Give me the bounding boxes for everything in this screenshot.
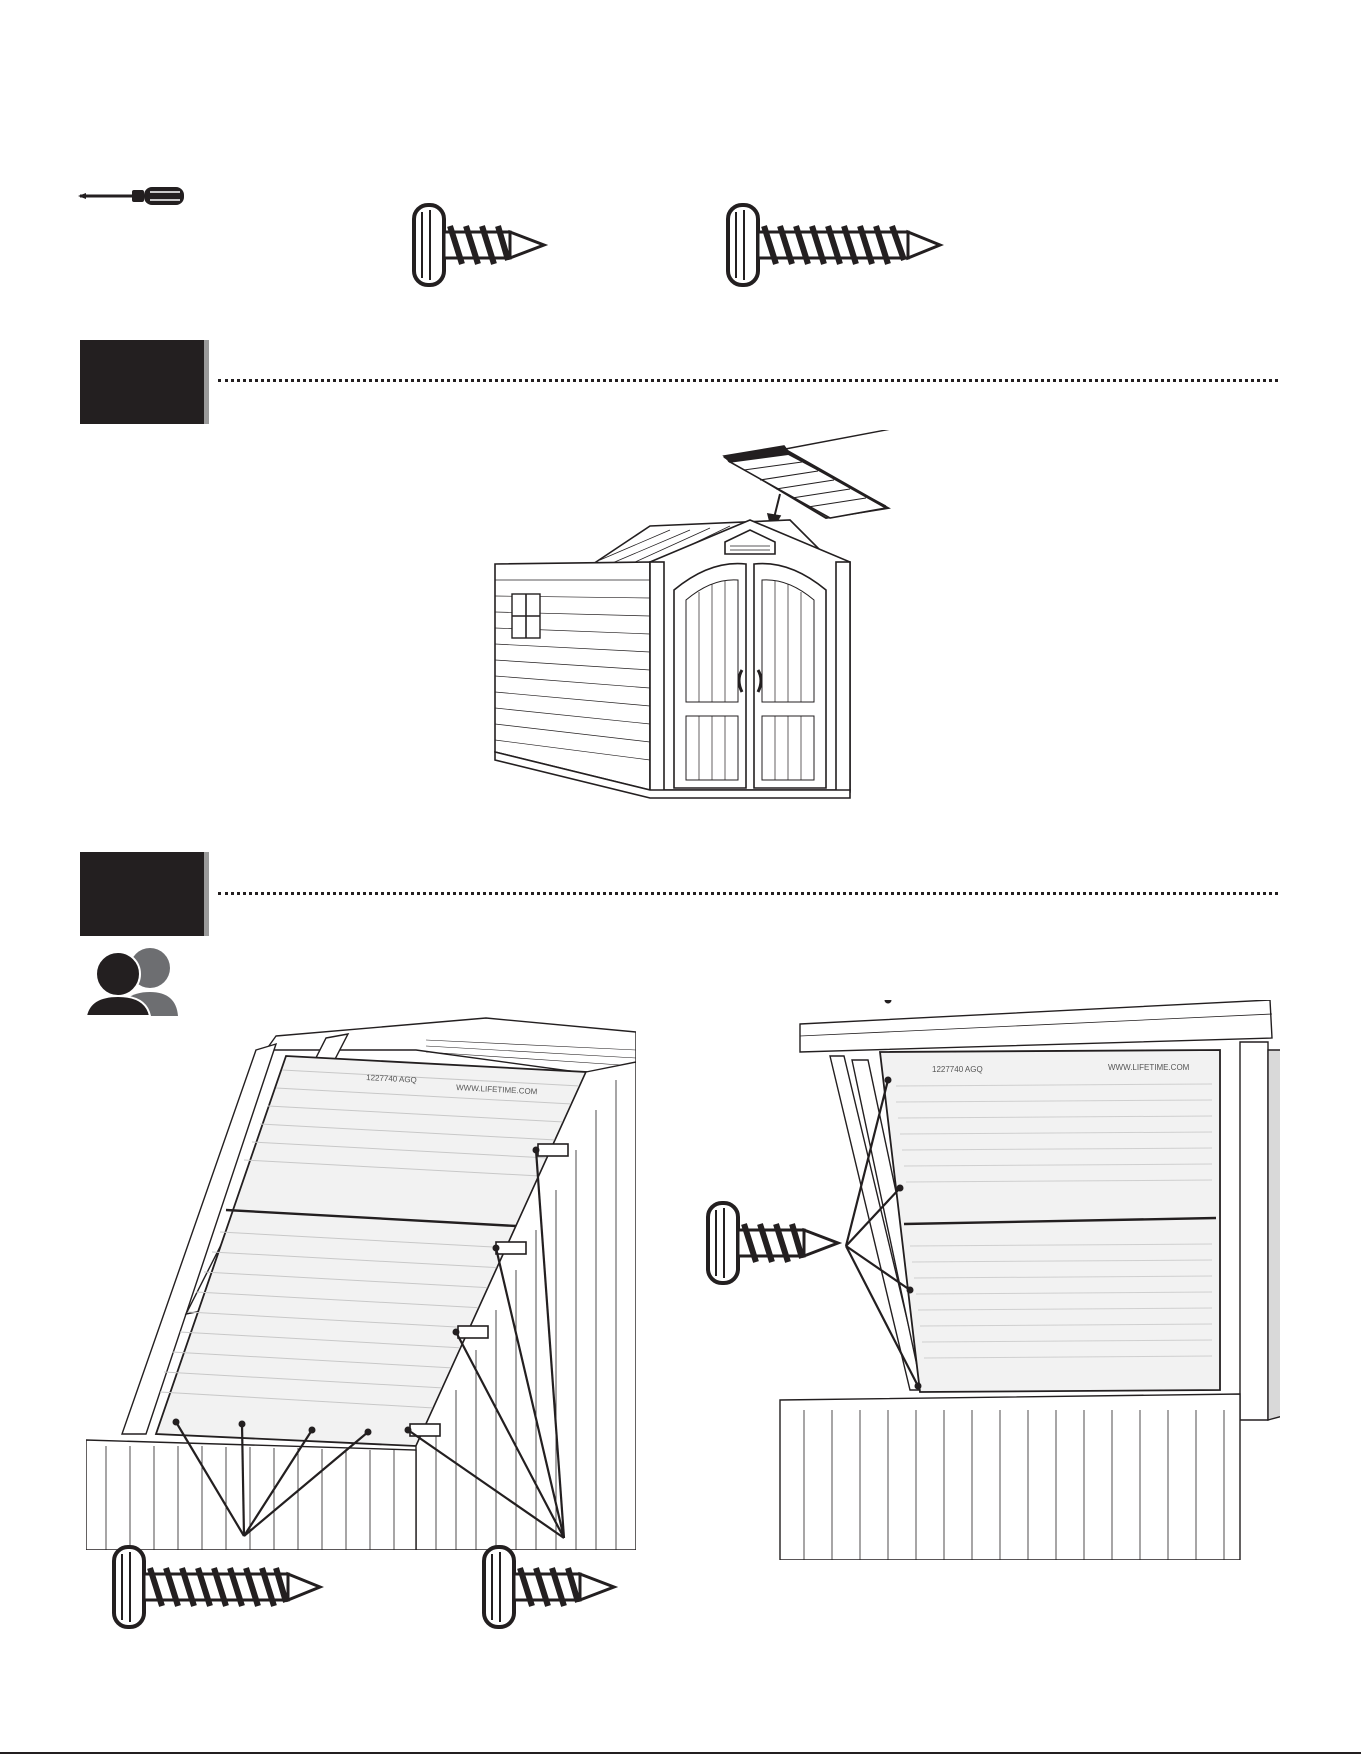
step-1-box (80, 340, 204, 424)
two-person-icon (86, 946, 178, 1016)
long-screw-icon (724, 202, 944, 288)
page-bottom-rule (0, 1752, 1361, 1754)
step-1-illustration (490, 430, 940, 860)
step-1-divider (218, 379, 1278, 382)
screwdriver-icon (78, 184, 188, 208)
callout-side-screw-icon (704, 1200, 844, 1286)
fig2-panel-text-2: WWW.LIFETIME.COM (1108, 1063, 1190, 1072)
step-2-divider (218, 892, 1278, 895)
fig2-panel-text-1: 1227740 AGQ (932, 1065, 983, 1074)
step-2-box (80, 852, 204, 936)
step-2-figure-1: 1227740 AGQ WWW.LIFETIME.COM (86, 1010, 636, 1550)
callout-short-screw-icon (480, 1544, 620, 1630)
callout-long-screw-icon (110, 1544, 324, 1630)
short-screw-icon (410, 202, 550, 288)
